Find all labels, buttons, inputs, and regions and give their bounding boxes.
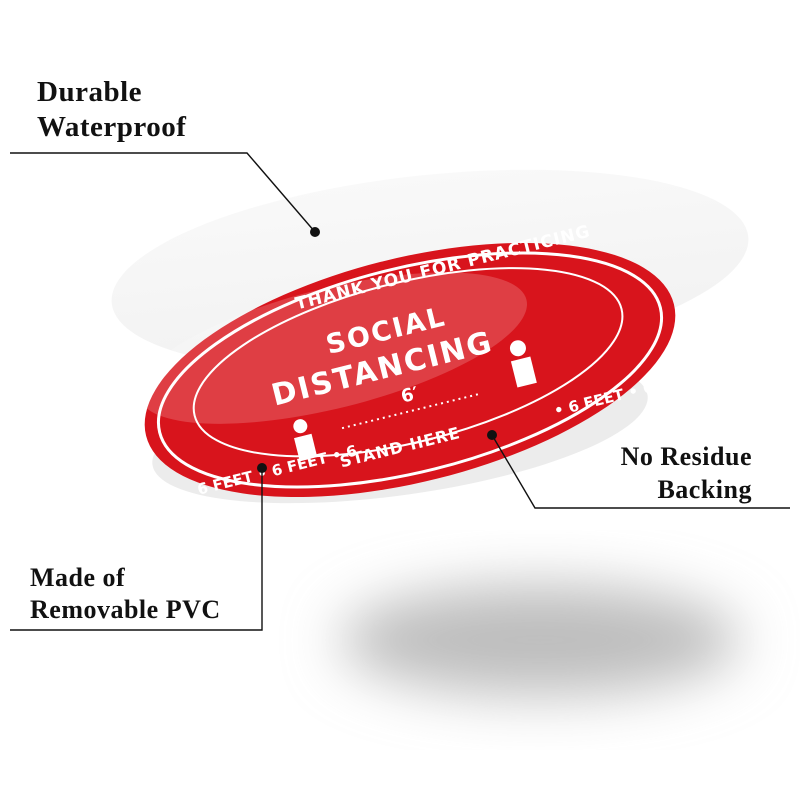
callout-line: Durable xyxy=(37,76,142,108)
distance-mark: 6′ xyxy=(399,383,421,408)
floor-shadow xyxy=(340,585,740,695)
film-highlight xyxy=(137,272,528,424)
callout-dot-backing xyxy=(487,430,497,440)
callout-dot-film xyxy=(310,227,320,237)
callout-line: Waterproof xyxy=(37,111,187,143)
red-sticker: THANK YOU FOR PRACTICING SOCIAL DISTANCI… xyxy=(137,222,701,499)
callout-line: Backing xyxy=(657,475,752,504)
callout-no-residue-backing: No Residue Backing xyxy=(621,440,752,506)
person-icon-left xyxy=(293,419,318,462)
person-icon-right xyxy=(509,340,537,388)
callout-dot-pvc xyxy=(257,463,267,473)
callout-durable-waterproof: Durable Waterproof xyxy=(37,75,186,145)
callout-line: Made of xyxy=(30,563,126,592)
callout-removable-pvc: Made of Removable PVC xyxy=(30,562,221,626)
callout-lines xyxy=(10,152,790,631)
callout-line: Removable PVC xyxy=(30,595,221,624)
callout-line: No Residue xyxy=(620,442,752,471)
